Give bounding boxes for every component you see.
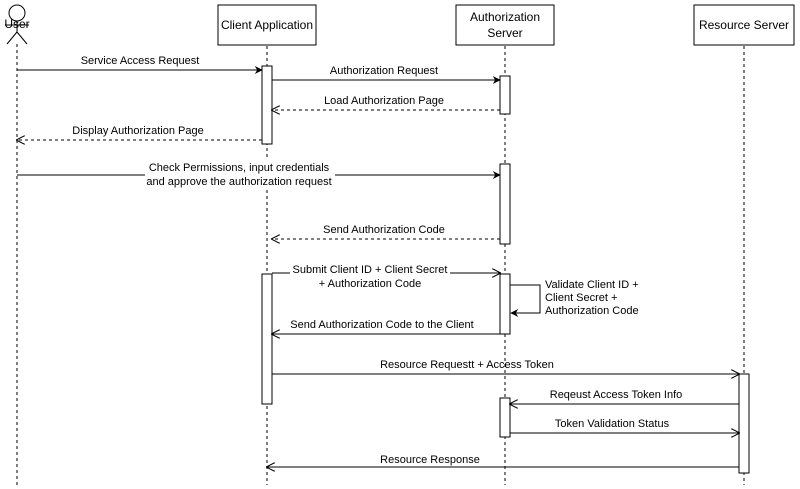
message-label: Display Authorization Page bbox=[72, 125, 203, 137]
message-load-authorization-page: Load Authorization Page bbox=[272, 95, 500, 110]
auth-participant-label-line1: Authorization bbox=[470, 10, 540, 24]
message-send-code-to-client: Send Authorization Code to the Client bbox=[272, 319, 500, 334]
user-actor-icon bbox=[5, 4, 29, 45]
message-label-line1: Validate Client ID + bbox=[545, 279, 639, 291]
message-label-line2: and approve the authorization request bbox=[146, 176, 331, 188]
message-request-token-info: Reqeust Access Token Info bbox=[510, 389, 739, 404]
message-resource-response: Resource Response bbox=[267, 454, 739, 467]
message-label-line2: + Authorization Code bbox=[319, 278, 421, 290]
message-check-permissions: Check Permissions, input credentials and… bbox=[17, 160, 501, 188]
auth-participant-label-line2: Server bbox=[487, 26, 522, 40]
resource-participant-label: Resource Server bbox=[699, 18, 789, 32]
client-activation-1 bbox=[261, 65, 273, 145]
message-display-authorization-page: Display Authorization Page bbox=[17, 125, 262, 140]
message-label: Send Authorization Code bbox=[323, 224, 445, 236]
auth-activation-4 bbox=[499, 397, 511, 438]
message-label-line2: Client Secret + bbox=[545, 292, 617, 304]
message-label-line3: Authorization Code bbox=[545, 305, 639, 317]
auth-activation-2 bbox=[499, 163, 511, 245]
message-label: Authorization Request bbox=[330, 65, 438, 77]
message-label: Service Access Request bbox=[81, 55, 200, 67]
user-participant-label: User bbox=[4, 17, 29, 31]
message-label: Resource Requestt + Access Token bbox=[380, 359, 554, 371]
auth-activation-3 bbox=[499, 273, 511, 335]
message-resource-request: Resource Requestt + Access Token bbox=[272, 359, 739, 374]
resource-participant-box bbox=[693, 4, 795, 46]
client-activation-2 bbox=[261, 273, 273, 405]
client-participant-label: Client Application bbox=[221, 18, 313, 32]
message-validate-self-call: Validate Client ID + Client Secret + Aut… bbox=[510, 279, 639, 317]
resource-activation-1 bbox=[738, 373, 750, 474]
auth-participant-box bbox=[455, 4, 555, 46]
message-label: Load Authorization Page bbox=[324, 95, 444, 107]
message-label: Resource Response bbox=[380, 454, 480, 466]
auth-activation-1 bbox=[499, 75, 511, 115]
client-participant-box bbox=[217, 4, 317, 46]
message-submit-client-credentials: Submit Client ID + Client Secret + Autho… bbox=[272, 262, 500, 290]
message-send-authorization-code: Send Authorization Code bbox=[272, 224, 500, 239]
message-token-validation-status: Token Validation Status bbox=[510, 418, 739, 433]
message-label: Token Validation Status bbox=[555, 418, 670, 430]
message-label: Reqeust Access Token Info bbox=[550, 389, 683, 401]
message-label: Send Authorization Code to the Client bbox=[290, 319, 473, 331]
message-authorization-request: Authorization Request bbox=[272, 65, 501, 84]
message-service-access-request: Service Access Request bbox=[17, 55, 263, 74]
message-label-line1: Check Permissions, input credentials bbox=[149, 162, 330, 174]
message-label-line1: Submit Client ID + Client Secret bbox=[293, 264, 448, 276]
